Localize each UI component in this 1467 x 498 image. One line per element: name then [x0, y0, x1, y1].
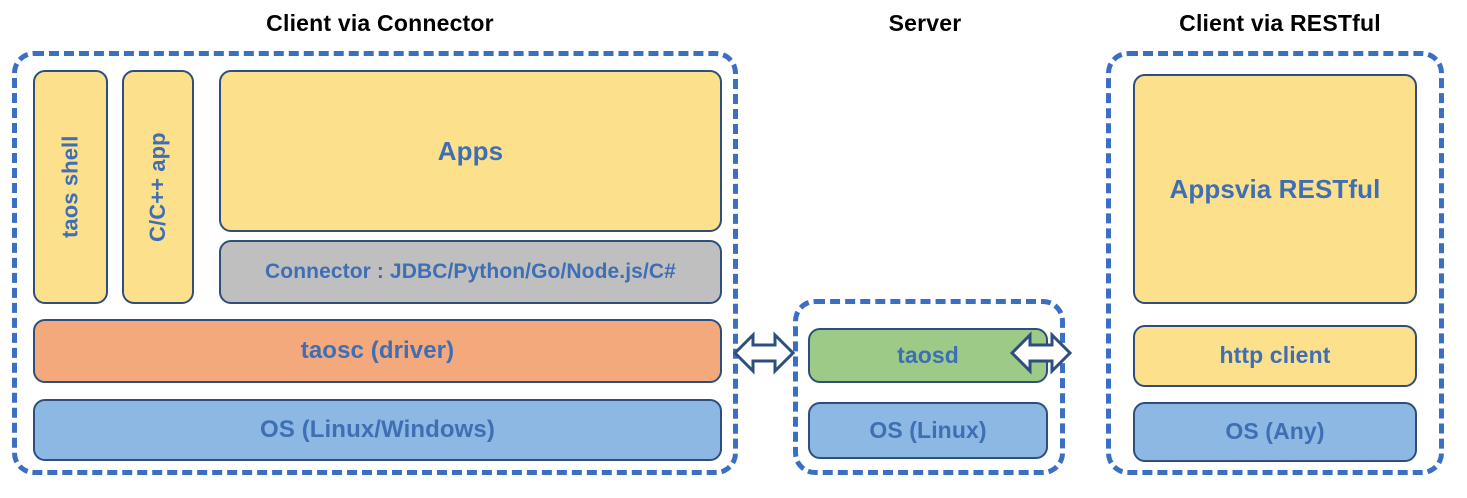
panel-client-via-restful: [1106, 51, 1444, 475]
box-os-linux: OS (Linux): [808, 402, 1048, 459]
box-taos-shell: taos shell: [33, 70, 108, 304]
section-title-client-via-restful: Client via RESTful: [1179, 10, 1381, 36]
box-os-linux-windows: OS (Linux/Windows): [33, 399, 722, 461]
box-http-client: http client: [1133, 325, 1417, 387]
panel-server: [793, 299, 1065, 475]
box-apps-via-restful-line2: via RESTful: [1234, 173, 1381, 204]
section-title-server: Server: [888, 10, 962, 36]
box-taosc-driver: taosc (driver): [33, 319, 722, 383]
box-c-cpp-app: C/C++ app: [122, 70, 194, 304]
panel-client-via-connector: [12, 51, 738, 475]
box-apps-via-restful-line1: Apps: [1169, 173, 1235, 204]
box-os-any: OS (Any): [1133, 402, 1417, 462]
box-connector-list: Connector : JDBC/Python/Go/Node.js/C#: [219, 240, 722, 304]
box-apps-via-restful: Apps via RESTful: [1133, 74, 1417, 304]
box-apps: Apps: [219, 70, 722, 232]
section-title-client-via-connector: Client via Connector: [266, 10, 494, 36]
double-arrow-horizontal-icon-right: [1010, 331, 1072, 375]
box-taosd: taosd: [808, 328, 1048, 383]
double-arrow-horizontal-icon-left: [733, 331, 795, 375]
